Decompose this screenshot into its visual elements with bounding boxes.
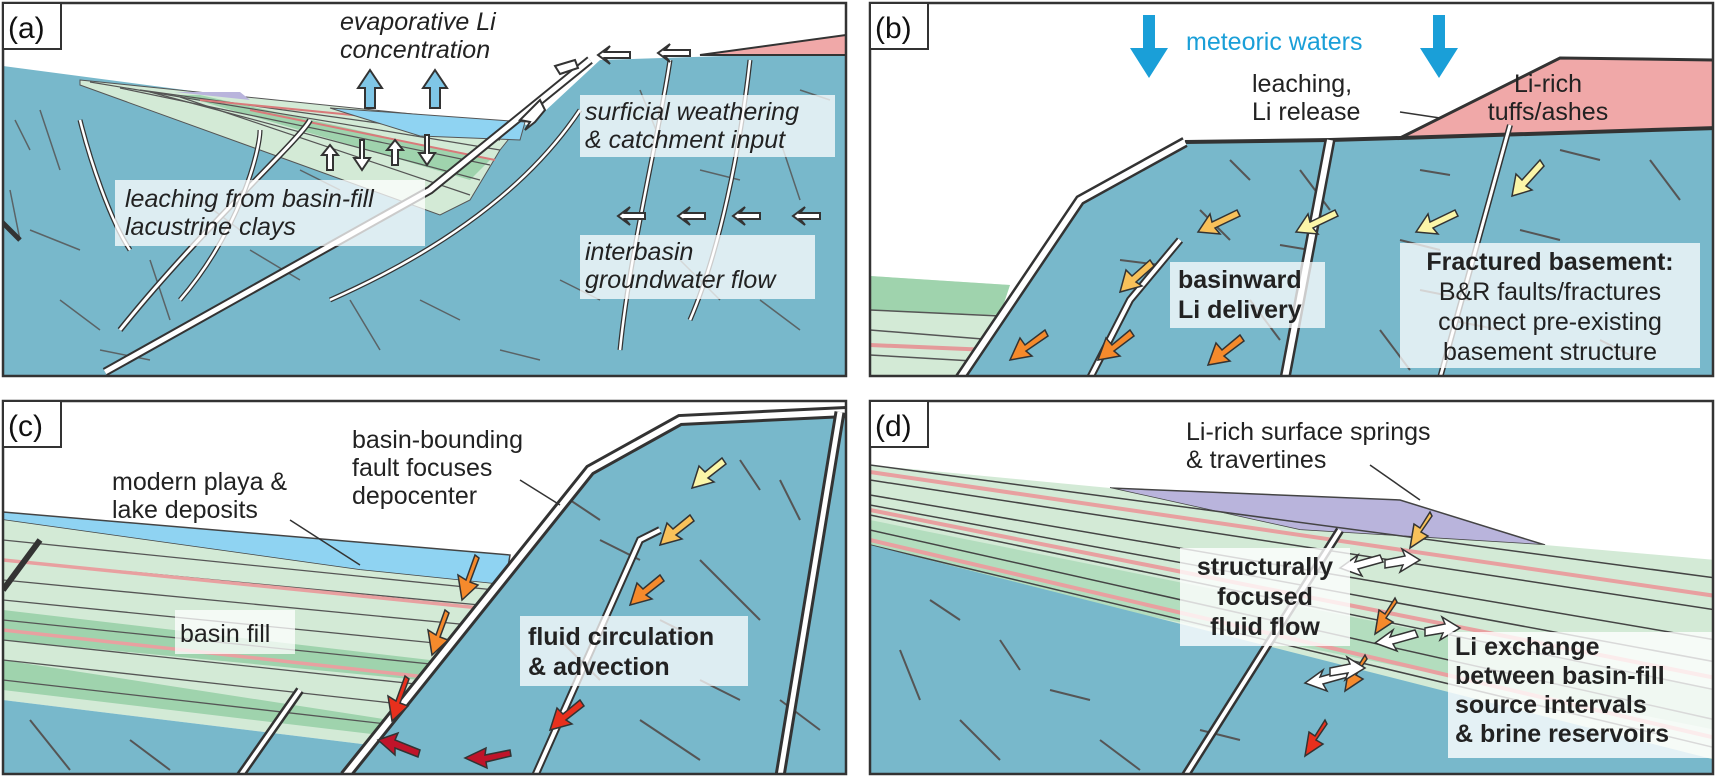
circulation-label-2: & advection: [528, 653, 670, 681]
evaporation-arrow: [356, 68, 384, 109]
inter-label-1: interbasin: [585, 238, 693, 266]
fractured-label-2: B&R faults/fractures: [1439, 278, 1661, 306]
exchange-label-3: source intervals: [1455, 691, 1647, 719]
fault-label-1: basin-bounding: [352, 426, 523, 454]
evap-label-2: concentration: [340, 36, 490, 64]
panel-a-tag: (a): [8, 12, 45, 45]
focused-flow-label-1: structurally: [1197, 553, 1333, 581]
playa-label-2: lake deposits: [112, 496, 258, 524]
inter-label-2: groundwater flow: [585, 266, 777, 294]
fractured-label-3: connect pre-existing: [1438, 308, 1662, 336]
panel-d-tag: (d): [875, 410, 912, 443]
leaching-label-1: leaching,: [1252, 70, 1352, 98]
panel-a: evaporative Li concentration surficial w…: [1, 1, 848, 378]
meteoric-label: meteoric waters: [1186, 28, 1362, 56]
fault-label-2: fault focuses: [352, 454, 492, 482]
exchange-label-4: & brine reservoirs: [1455, 720, 1669, 748]
basin-fill-label: basin fill: [180, 620, 270, 648]
panel-c-tag: (c): [8, 410, 43, 443]
white-arrow: [517, 98, 547, 131]
fault-label-3: depocenter: [352, 482, 477, 510]
focused-flow-label-2: focused: [1217, 583, 1313, 611]
tuff-label-1: Li-rich: [1514, 70, 1582, 98]
basinward-label-2: Li delivery: [1178, 296, 1302, 324]
meteoric-arrow: [1130, 15, 1168, 78]
leaching-label-2: Li release: [1252, 98, 1360, 126]
focused-flow-label-3: fluid flow: [1210, 613, 1320, 641]
leach-label-1: leaching from basin-fill: [125, 185, 375, 213]
fractured-label-4: basement structure: [1443, 338, 1657, 366]
springs-label-1: Li-rich surface springs: [1186, 418, 1431, 446]
playa-label-1: modern playa &: [112, 468, 287, 496]
panel-d: Li-rich surface springs & travertines st…: [868, 399, 1715, 776]
panel-c: modern playa & lake deposits basin-bound…: [1, 399, 848, 776]
surf-label-2: & catchment input: [585, 126, 786, 154]
panel-b-tag: (b): [875, 12, 912, 45]
fractured-label-1: Fractured basement:: [1426, 248, 1673, 276]
circulation-label-1: fluid circulation: [528, 623, 714, 651]
springs-label-2: & travertines: [1186, 446, 1326, 474]
basinward-label-1: basinward: [1178, 266, 1302, 294]
evap-label-1: evaporative Li: [340, 8, 497, 36]
exchange-label-2: between basin-fill: [1455, 662, 1665, 690]
surf-label-1: surficial weathering: [585, 98, 799, 126]
tuff-label-2: tuffs/ashes: [1488, 98, 1608, 126]
leach-label-2: lacustrine clays: [125, 213, 296, 241]
panel-b: meteoric waters leaching, Li release Li-…: [868, 1, 1715, 378]
exchange-label-1: Li exchange: [1455, 633, 1600, 661]
